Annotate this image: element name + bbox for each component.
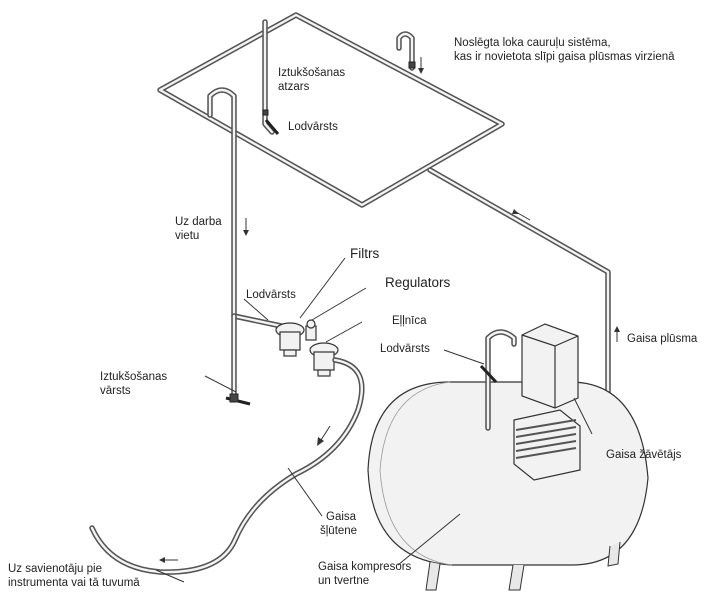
tank-valve-pipe bbox=[485, 329, 517, 431]
label-filter: Filtrs bbox=[350, 246, 379, 261]
label-closed-loop-2: kas ir novietota slīpi gaisa plūsmas vir… bbox=[454, 51, 675, 63]
leader-lines bbox=[155, 257, 593, 583]
label-to-workplace: Uz darba bbox=[175, 216, 222, 228]
label-ball-valve-right: Lodvārsts bbox=[380, 343, 430, 355]
regulator-unit bbox=[305, 319, 317, 341]
hose-end-arrow bbox=[159, 557, 178, 563]
tank-ball-valve bbox=[479, 364, 498, 384]
flow-arrow-diagonal bbox=[512, 209, 531, 221]
labels: Noslēgta loka cauruļu sistēma, kas ir no… bbox=[8, 37, 698, 589]
workplace-drop-pipe bbox=[207, 87, 303, 333]
label-to-connection-2: instrumenta vai tā tuvumā bbox=[8, 577, 140, 589]
valve-top-right bbox=[408, 57, 424, 74]
label-regulator: Regulators bbox=[385, 275, 451, 290]
air-dryer bbox=[521, 323, 579, 409]
flow-arrow-up bbox=[614, 326, 620, 342]
label-air-dryer: Gaisa žāvētājs bbox=[606, 449, 682, 461]
loop-gooseneck-right bbox=[396, 31, 415, 71]
compressor-tank bbox=[367, 381, 649, 591]
label-air-flow: Gaisa plūsma bbox=[627, 333, 698, 345]
label-lubricator: Eļļnīca bbox=[392, 315, 427, 327]
supply-pipe bbox=[427, 167, 611, 401]
drain-branch-pipe bbox=[262, 19, 275, 135]
filter-unit bbox=[275, 322, 305, 357]
label-drain-valve-2: vārsts bbox=[100, 385, 131, 397]
drain-valve bbox=[225, 393, 251, 406]
label-drain-branch-2: atzars bbox=[278, 81, 310, 93]
closed-loop-pipe bbox=[157, 12, 505, 208]
label-closed-loop: Noslēgta loka cauruļu sistēma, bbox=[454, 37, 611, 49]
label-to-connection: Uz savienotāju pie bbox=[8, 563, 102, 575]
label-to-workplace-2: vietu bbox=[175, 230, 199, 242]
label-ball-valve-left: Lodvārsts bbox=[246, 289, 296, 301]
air-hose bbox=[89, 357, 365, 575]
hose-flow-arrow bbox=[317, 425, 331, 446]
label-drain-valve: Iztukšošanas bbox=[100, 371, 167, 383]
label-compressor-2: un tvertne bbox=[318, 575, 369, 587]
label-compressor: Gaisa kompresors bbox=[318, 561, 412, 573]
label-drain-branch: Iztukšošanas bbox=[278, 67, 345, 79]
label-air-hose: Gaisa bbox=[326, 511, 357, 523]
label-ball-valve-top: Lodvārsts bbox=[288, 121, 338, 133]
flow-arrow-down bbox=[243, 218, 249, 236]
compressor-motor bbox=[513, 409, 581, 481]
label-air-hose-2: šļūtene bbox=[320, 525, 357, 537]
drain-branch-valve bbox=[262, 109, 280, 135]
